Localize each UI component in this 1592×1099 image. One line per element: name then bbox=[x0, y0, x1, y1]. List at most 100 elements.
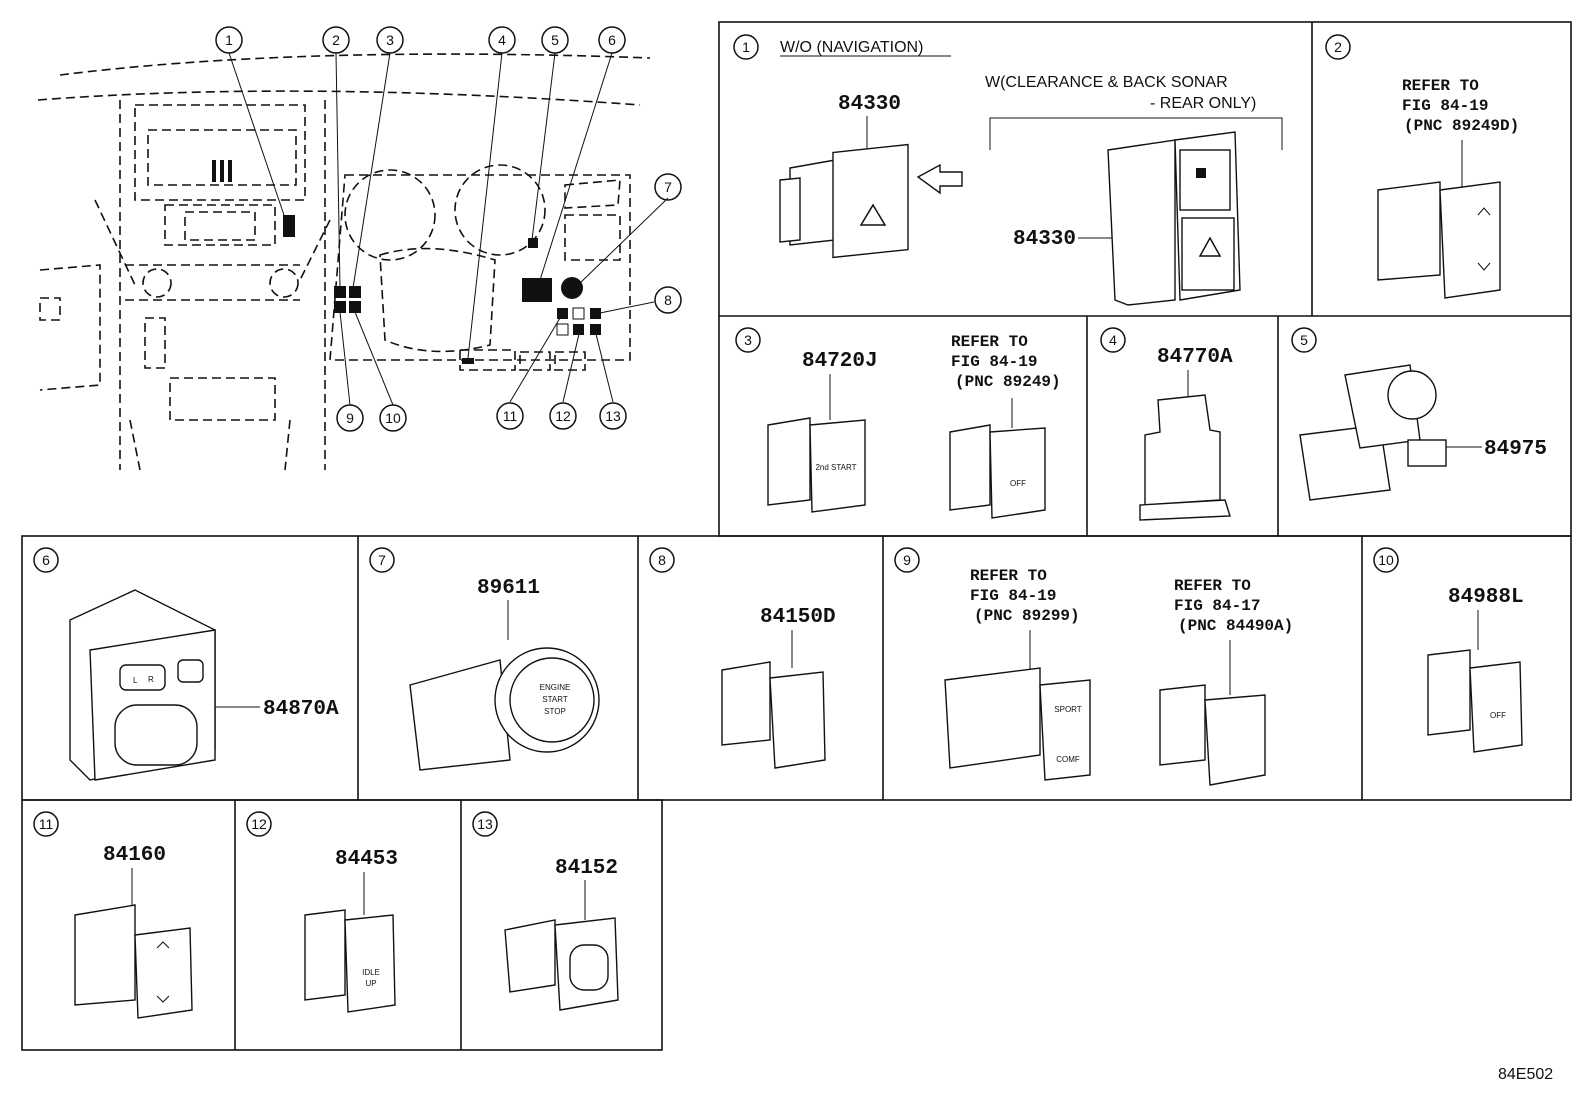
svg-text:L: L bbox=[133, 676, 138, 685]
svg-text:REFER TO: REFER TO bbox=[951, 333, 1028, 351]
callout-9: 9 bbox=[336, 404, 364, 432]
panel-1-part-a: 84330 bbox=[838, 93, 901, 116]
panel-10: 10 84988L OFF bbox=[1373, 547, 1524, 753]
svg-text:OFF: OFF bbox=[1490, 711, 1506, 720]
svg-text:2: 2 bbox=[332, 32, 340, 48]
svg-text:START: START bbox=[542, 695, 568, 704]
overview-callouts: 1 2 3 4 5 6 7 8 9 10 11 12 13 bbox=[215, 26, 682, 432]
svg-text:R: R bbox=[148, 675, 154, 684]
idle-up-switch-12: IDLE UP bbox=[304, 909, 396, 1013]
callout-7: 7 bbox=[654, 173, 682, 201]
svg-text:8: 8 bbox=[664, 292, 672, 308]
dashboard-overview bbox=[37, 53, 651, 471]
callout-2: 2 bbox=[322, 26, 350, 54]
panel-7-part: 89611 bbox=[477, 577, 540, 600]
panel-11-part: 84160 bbox=[103, 844, 166, 867]
svg-text:13: 13 bbox=[605, 408, 621, 424]
svg-text:2: 2 bbox=[1334, 39, 1342, 55]
svg-text:UP: UP bbox=[365, 979, 376, 988]
connector-switch-4 bbox=[1139, 394, 1231, 521]
panel-3-part: 84720J bbox=[802, 350, 878, 373]
svg-text:11: 11 bbox=[503, 408, 518, 424]
overview-leaders bbox=[228, 52, 669, 406]
svg-text:8: 8 bbox=[658, 552, 666, 568]
callout-1: 1 bbox=[215, 26, 243, 54]
svg-text:7: 7 bbox=[378, 552, 386, 568]
svg-text:(PNC 84490A): (PNC 84490A) bbox=[1178, 617, 1293, 635]
callout-12: 12 bbox=[549, 402, 577, 430]
panel-frames bbox=[21, 21, 1572, 1051]
panel-9: 9 REFER TO FIG 84-19 (PNC 89299) SPORT C… bbox=[894, 547, 1293, 786]
svg-text:REFER TO: REFER TO bbox=[1402, 77, 1479, 95]
panel-7: 7 89611 ENGINE START STOP bbox=[369, 547, 600, 771]
panel-6-part: 84870A bbox=[263, 698, 339, 721]
panel-4: 4 84770A bbox=[1100, 327, 1233, 521]
svg-text:13: 13 bbox=[477, 816, 493, 832]
start-2nd-switch: 2nd START bbox=[767, 417, 866, 513]
svg-text:FIG 84-19: FIG 84-19 bbox=[970, 587, 1056, 605]
callout-4: 4 bbox=[488, 26, 516, 54]
svg-text:2nd START: 2nd START bbox=[815, 463, 856, 472]
svg-text:12: 12 bbox=[251, 816, 267, 832]
panel-3: 3 84720J 2nd START REFER TO FIG 84-19 (P… bbox=[735, 327, 1061, 519]
vsc-off-switch-10: OFF bbox=[1427, 649, 1523, 753]
drive-mode-switch-9: SPORT COMF bbox=[944, 667, 1091, 781]
svg-text:10: 10 bbox=[1378, 552, 1394, 568]
panel-1-note-line1: W(CLEARANCE & BACK SONAR bbox=[985, 74, 1228, 91]
svg-text:6: 6 bbox=[608, 32, 616, 48]
panel-13-part: 84152 bbox=[555, 857, 618, 880]
svg-text:REFER TO: REFER TO bbox=[970, 567, 1047, 585]
engine-start-stop-button: ENGINE START STOP bbox=[409, 647, 600, 771]
svg-text:COMF: COMF bbox=[1056, 755, 1080, 764]
svg-text:12: 12 bbox=[555, 408, 571, 424]
svg-text:3: 3 bbox=[386, 32, 394, 48]
svg-text:7: 7 bbox=[664, 179, 672, 195]
updown-switch-11 bbox=[74, 904, 193, 1019]
panel-8: 8 84150D bbox=[649, 547, 836, 769]
callout-13: 13 bbox=[599, 402, 627, 430]
svg-text:5: 5 bbox=[1300, 332, 1308, 348]
svg-text:(PNC 89299): (PNC 89299) bbox=[974, 607, 1080, 625]
panel-1-note-line2: - REAR ONLY) bbox=[1150, 95, 1256, 112]
svg-text:IDLE: IDLE bbox=[362, 968, 380, 977]
svg-text:(PNC 89249D): (PNC 89249D) bbox=[1404, 117, 1519, 135]
callout-11: 11 bbox=[496, 402, 524, 430]
panel-5: 5 84975 bbox=[1291, 327, 1547, 501]
headlamp-cleaner-switch-8 bbox=[721, 661, 826, 769]
panel-13: 13 84152 bbox=[472, 811, 619, 1011]
callout-6: 6 bbox=[598, 26, 626, 54]
svg-text:STOP: STOP bbox=[544, 707, 566, 716]
panel-8-part: 84150D bbox=[760, 606, 836, 629]
svg-text:5: 5 bbox=[551, 32, 559, 48]
callout-5: 5 bbox=[541, 26, 569, 54]
svg-text:3: 3 bbox=[744, 332, 752, 348]
svg-text:ENGINE: ENGINE bbox=[540, 683, 571, 692]
panel-12-part: 84453 bbox=[335, 848, 398, 871]
dial-switch-5 bbox=[1299, 364, 1447, 501]
svg-text:FIG 84-19: FIG 84-19 bbox=[951, 353, 1037, 371]
panel-2: 2 REFER TO FIG 84-19 (PNC 89249D) bbox=[1325, 34, 1519, 299]
panel-1: 1 W/O (NAVIGATION) 84330 W(CLEARANCE & B… bbox=[733, 34, 1283, 306]
hazard-switch-a bbox=[779, 143, 909, 259]
svg-text:9: 9 bbox=[346, 410, 354, 426]
svg-text:FIG 84-17: FIG 84-17 bbox=[1174, 597, 1260, 615]
callout-8: 8 bbox=[654, 286, 682, 314]
off-switch-3: OFF bbox=[949, 424, 1046, 519]
hazard-switch-b bbox=[1107, 131, 1241, 306]
svg-text:6: 6 bbox=[42, 552, 50, 568]
parking-sensor-switch-9 bbox=[1159, 684, 1266, 786]
panel-1-number: 1 bbox=[742, 39, 750, 55]
levelling-switch-13 bbox=[504, 917, 619, 1011]
panel-12: 12 84453 IDLE UP bbox=[246, 811, 398, 1013]
svg-text:9: 9 bbox=[903, 552, 911, 568]
panel-1-variant: W/O (NAVIGATION) bbox=[780, 39, 923, 56]
svg-text:OFF: OFF bbox=[1010, 479, 1026, 488]
svg-text:(PNC 89249): (PNC 89249) bbox=[955, 373, 1061, 391]
svg-text:11: 11 bbox=[39, 816, 54, 832]
panel-11: 11 84160 bbox=[33, 811, 193, 1019]
mirror-switch-2 bbox=[1377, 181, 1501, 299]
panel-6: 6 L R 84870A bbox=[33, 547, 339, 781]
svg-text:4: 4 bbox=[1109, 332, 1117, 348]
svg-text:10: 10 bbox=[385, 410, 401, 426]
